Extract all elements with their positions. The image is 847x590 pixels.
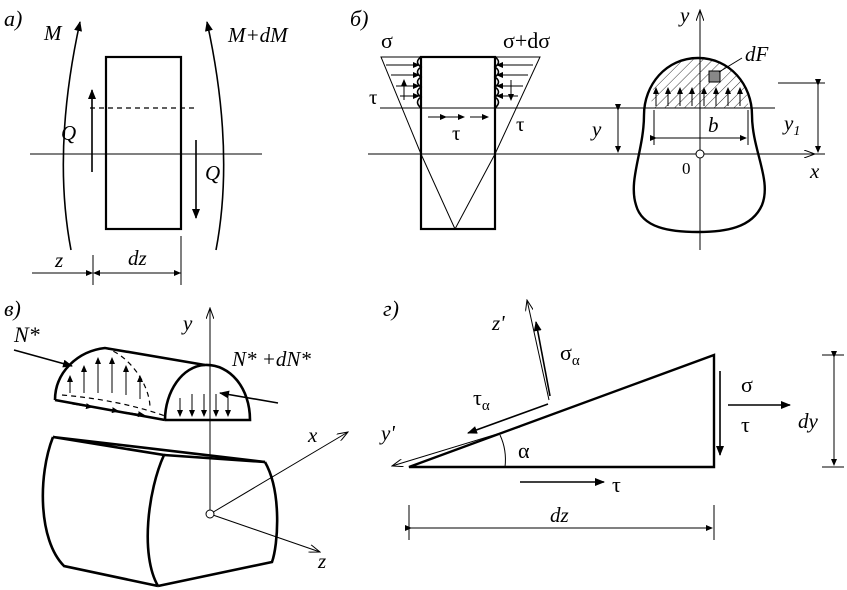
sigma-label-g: σ xyxy=(741,372,753,397)
y-axis-label-b: y xyxy=(678,3,690,27)
normal-force-arrow-right xyxy=(219,390,279,404)
origin-label: 0 xyxy=(682,159,691,178)
lower-body-outline xyxy=(41,435,279,588)
panel-g: г) y' z' σα τα α σ τ τ dy dz xyxy=(379,296,844,540)
moment-label-right: M+dM xyxy=(227,23,289,47)
dy-label: dy xyxy=(798,409,819,433)
panel-b: б) σ σ+dσ τ τ xyxy=(350,3,825,250)
shear-flow-arrows xyxy=(67,357,231,418)
shear-label-right: Q xyxy=(205,161,220,185)
panel-a-tag: а) xyxy=(4,6,22,31)
moment-arrow-left xyxy=(62,21,82,251)
sigma-label: σ xyxy=(381,28,393,53)
sigma-stress-arrows xyxy=(386,62,533,99)
y-axis-label-v: y xyxy=(181,311,193,335)
x-axis-v xyxy=(209,432,348,515)
moment-label-left: M xyxy=(43,21,63,45)
tau-label-bottom: τ xyxy=(612,472,621,497)
dz-label-g: dz xyxy=(550,503,569,527)
sigma-alpha-label: σα xyxy=(560,340,580,369)
dF-label: dF xyxy=(745,42,769,66)
tau-label-mid: τ xyxy=(452,121,460,145)
zigzag-right xyxy=(493,56,500,109)
tau-label-left: τ xyxy=(369,85,377,109)
origin-point xyxy=(695,149,705,159)
panel-v: в) y x z xyxy=(4,296,348,588)
y-prime-label: y' xyxy=(379,421,395,445)
dz-label: dz xyxy=(128,246,147,270)
tau-label-right: τ xyxy=(516,112,524,136)
beam-element xyxy=(104,55,183,231)
shear-label-left: Q xyxy=(61,121,76,145)
lower-triangle xyxy=(420,153,496,231)
panel-g-tag: г) xyxy=(383,296,399,321)
tau-label-right-g: τ xyxy=(741,412,750,437)
sigma-triangle-left xyxy=(380,56,422,155)
z-prime-label: z' xyxy=(491,311,505,335)
wedge-element xyxy=(408,353,716,469)
alpha-label: α xyxy=(518,438,530,463)
z-axis-label-v: z xyxy=(317,549,326,573)
x-axis-label-b: x xyxy=(809,159,820,183)
b-label: b xyxy=(708,113,719,137)
y-dim-label: y xyxy=(590,117,602,141)
tau-alpha-arrow xyxy=(467,403,549,434)
area-element-dF xyxy=(708,70,721,83)
element-b xyxy=(419,55,497,231)
x-axis-label-v: x xyxy=(307,423,318,447)
sigma-dsigma-label: σ+dσ xyxy=(503,28,550,53)
z-prime-axis xyxy=(527,300,550,401)
tau-alpha-label: τα xyxy=(473,385,490,414)
sigma-alpha-arrow xyxy=(533,321,551,397)
zigzag-left xyxy=(416,56,423,109)
N-star-label: N* xyxy=(13,322,40,347)
panel-a: а) M M+dM Q Q z dz xyxy=(4,6,289,285)
cross-section-outline xyxy=(632,56,766,234)
N-star-dN-label: N* +dN* xyxy=(231,347,311,371)
upper-body-end-face xyxy=(163,363,252,422)
panel-b-tag: б) xyxy=(350,6,368,31)
normal-force-arrow-left xyxy=(13,349,73,368)
upward-stress-arrows xyxy=(653,87,743,106)
y-prime-axis xyxy=(392,426,521,466)
origin-point-v xyxy=(205,509,215,519)
z-label: z xyxy=(54,248,63,272)
z-axis-v xyxy=(209,513,320,552)
alpha-arc xyxy=(499,434,506,468)
sigma-triangle-right xyxy=(494,56,541,155)
y1-label: y1 xyxy=(782,111,800,139)
moment-arrow-right xyxy=(205,21,225,251)
panel-v-tag: в) xyxy=(4,296,21,321)
